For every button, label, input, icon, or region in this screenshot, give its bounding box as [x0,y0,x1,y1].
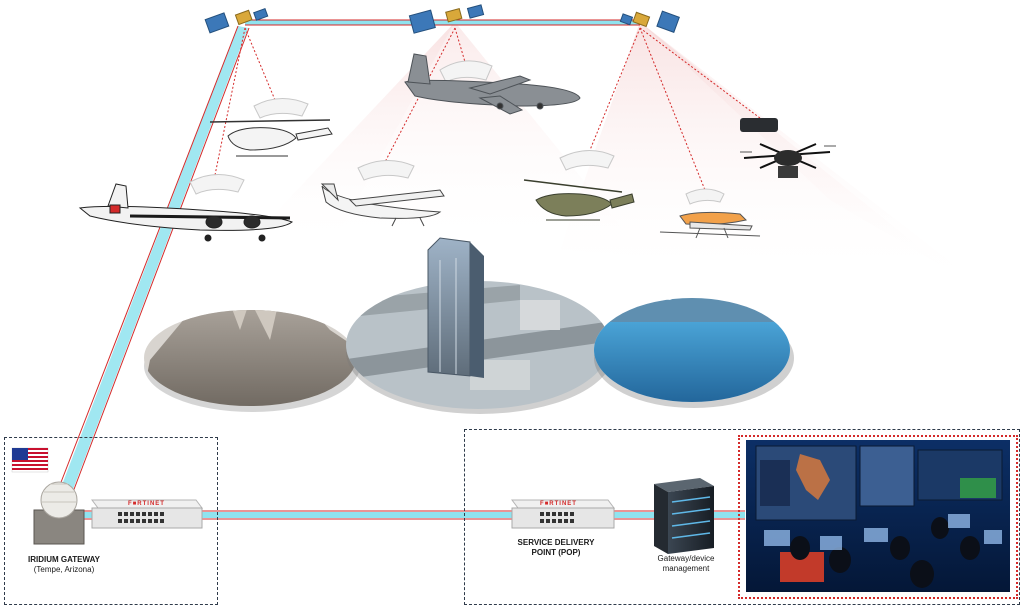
drone-icon [740,118,836,178]
satellite-beams [250,22,1000,300]
aircraft-icon [404,53,581,115]
aircraft-icon [659,211,761,239]
aircraft-icon [320,183,445,227]
pop-title-line2: POINT (POP) [531,548,581,557]
helicopter-icon [523,179,635,221]
satellite-icon [619,10,680,33]
server-icon [654,478,714,554]
control-room-icon [746,440,1010,592]
flag-icon [11,447,49,473]
aircraft-icon [78,183,293,242]
operations-center-frame [738,435,1018,599]
satellite-icon [408,4,485,34]
server-label-line2: management [662,564,710,573]
gateway-downlink [57,25,250,493]
firewall-brand: F■RTINET [128,501,165,507]
pop-zone [464,429,1020,605]
antenna-dome-icon [33,481,85,545]
satellite-crosslinks [245,19,640,26]
skyscraper [427,237,484,378]
gateway-location: (Tempe, Arizona) [33,565,95,574]
terrain-sea [594,298,794,408]
aircraft-links [214,27,761,191]
gateway-title: IRIDIUM GATEWAY [27,555,100,564]
terrain-city [346,237,614,414]
firewall-icon [511,499,615,529]
firewall-brand: F■RTINET [540,501,577,507]
satellite-icon [204,7,269,34]
helicopter-icon [209,119,333,157]
gateway-zone [4,437,218,605]
server-label: Gateway/device [657,554,715,563]
terrain-mountain [144,310,360,412]
pop-title: SERVICE DELIVERY [517,538,595,547]
firewall-icon [91,499,203,529]
antenna-terminals [189,60,725,205]
